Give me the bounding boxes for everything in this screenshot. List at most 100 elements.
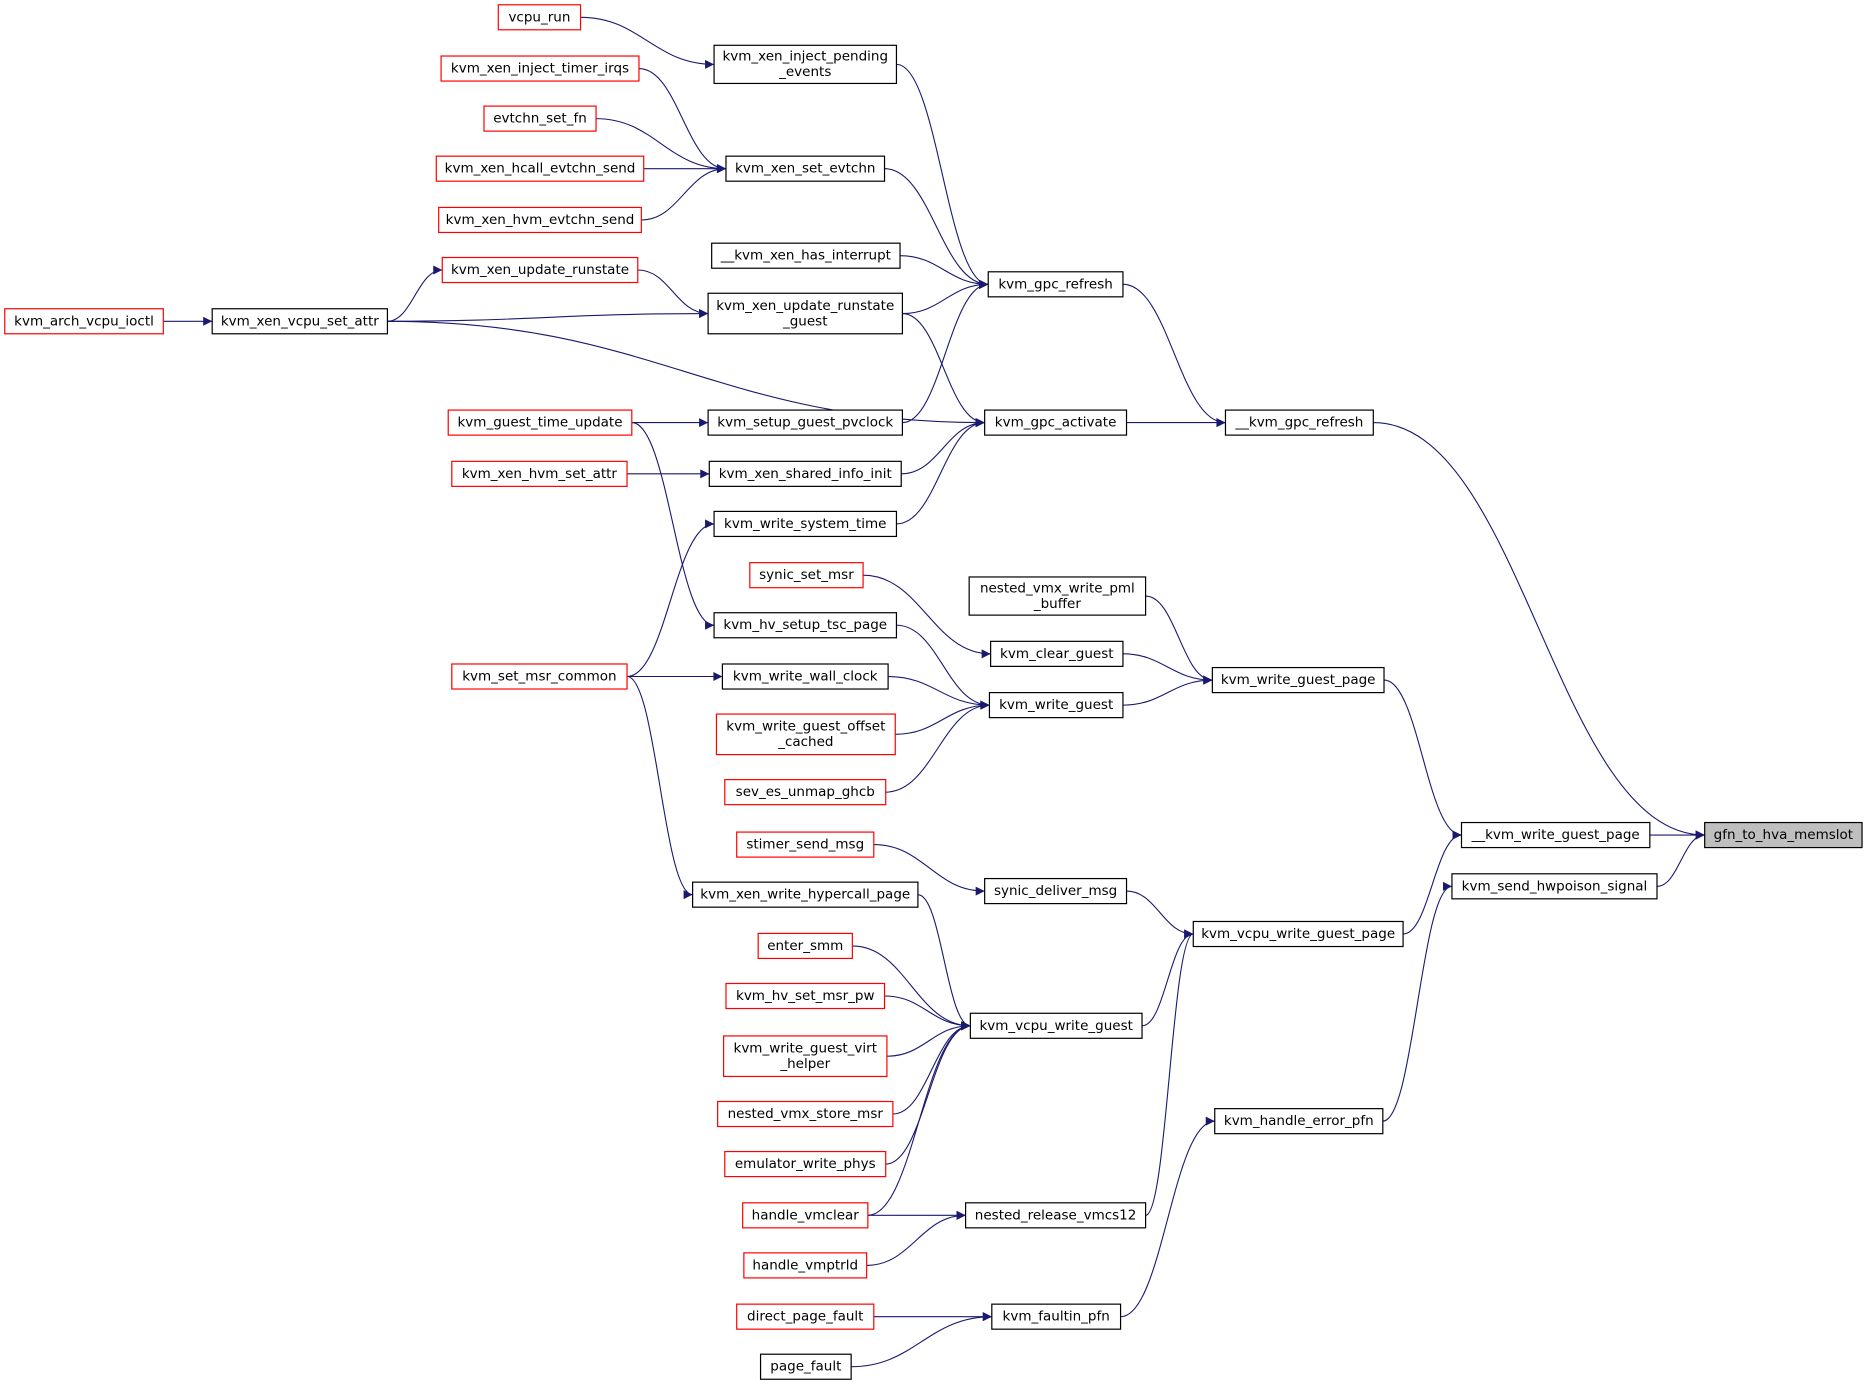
node-kvm_clear_guest[interactable]: kvm_clear_guest bbox=[990, 640, 1124, 667]
edge-handle_vmclear-to-kvm_vcpu_write_guest bbox=[867, 1021, 971, 1216]
node-kvm_xen_hcall_evtchn_send[interactable]: kvm_xen_hcall_evtchn_send bbox=[435, 155, 645, 182]
node-kvm_write_guest_offset_cached[interactable]: kvm_write_guest_offset_cached bbox=[715, 713, 896, 756]
node-kvm_arch_vcpu_ioctl[interactable]: kvm_arch_vcpu_ioctl bbox=[4, 308, 164, 335]
node-kvm_write_guest_page[interactable]: kvm_write_guest_page bbox=[1211, 666, 1385, 694]
node-box bbox=[987, 271, 1124, 298]
node-direct_page_fault[interactable]: direct_page_fault bbox=[736, 1303, 875, 1330]
node-kvm_xen_update_runstate_guest[interactable]: kvm_xen_update_runstate_guest bbox=[707, 292, 904, 335]
node-page_fault[interactable]: page_fault bbox=[759, 1353, 852, 1380]
node-label: kvm_xen_hvm_evtchn_send bbox=[446, 212, 635, 228]
node-sev_es_unmap_ghcb[interactable]: sev_es_unmap_ghcb bbox=[724, 779, 887, 806]
node-kvm_hv_setup_tsc_page[interactable]: kvm_hv_setup_tsc_page bbox=[713, 612, 898, 639]
node-emulator_write_phys[interactable]: emulator_write_phys bbox=[724, 1150, 887, 1178]
node-kvm_write_guest[interactable]: kvm_write_guest bbox=[988, 692, 1124, 719]
edge-kvm_send_hwpoison_signal-to-gfn_to_hva_memslot bbox=[1656, 830, 1705, 887]
node-kvm_xen_has_interrupt[interactable]: __kvm_xen_has_interrupt bbox=[711, 242, 901, 269]
node-kvm_write_guest_virt_helper[interactable]: kvm_write_guest_virt_helper bbox=[722, 1035, 888, 1078]
edge-kvm_xen_hvm_evtchn_send-to-kvm_xen_set_evtchn bbox=[641, 164, 726, 221]
node-box bbox=[725, 982, 886, 1010]
edge-kvm_xen_write_hypercall_page-to-kvm_vcpu_write_guest bbox=[917, 894, 971, 1031]
node-box bbox=[435, 155, 645, 182]
node-kvm_setup_guest_pvclock[interactable]: kvm_setup_guest_pvclock bbox=[707, 409, 904, 436]
node-kvm_xen_vcpu_set_attr[interactable]: kvm_xen_vcpu_set_attr bbox=[211, 308, 389, 335]
node-kvm_hv_set_msr_pw[interactable]: kvm_hv_set_msr_pw bbox=[725, 982, 886, 1010]
node-enter_smm[interactable]: enter_smm bbox=[757, 932, 853, 960]
node-box bbox=[736, 831, 875, 858]
node-kvm_xen_shared_info_init[interactable]: kvm_xen_shared_info_init bbox=[708, 460, 902, 487]
edge-kvm_xen_update_runstate_guest-to-kvm_gpc_refresh bbox=[902, 279, 989, 315]
node-handle_vmptrld[interactable]: handle_vmptrld bbox=[743, 1252, 868, 1279]
node-label: kvm_hv_setup_tsc_page bbox=[723, 617, 887, 633]
node-kvm_gpc_activate[interactable]: kvm_gpc_activate bbox=[984, 409, 1128, 436]
node-box bbox=[736, 1303, 875, 1330]
node-label: kvm_guest_time_update bbox=[457, 415, 622, 431]
node-label: handle_vmptrld bbox=[752, 1257, 858, 1273]
node-kvm_gpc_refresh_[interactable]: __kvm_gpc_refresh bbox=[1224, 409, 1374, 436]
node-label: gfn_to_hva_memslot bbox=[1714, 827, 1853, 843]
node-label: nested_release_vmcs12 bbox=[975, 1207, 1137, 1223]
node-label: kvm_write_guest_virt bbox=[734, 1040, 878, 1056]
node-label: stimer_send_msg bbox=[746, 837, 864, 853]
node-nested_vmx_write_pml_buffer[interactable]: nested_vmx_write_pml_buffer bbox=[968, 576, 1147, 616]
node-kvm_write_wall_clock[interactable]: kvm_write_wall_clock bbox=[721, 663, 889, 690]
node-label: kvm_hv_set_msr_pw bbox=[736, 988, 874, 1004]
node-label: kvm_xen_hcall_evtchn_send bbox=[445, 161, 636, 177]
node-evtchn_set_fn[interactable]: evtchn_set_fn bbox=[483, 105, 597, 132]
node-box bbox=[4, 308, 164, 335]
node-stimer_send_msg[interactable]: stimer_send_msg bbox=[736, 831, 875, 858]
node-box bbox=[964, 1202, 1147, 1229]
edge-nested_release_vmcs12-to-kvm_vcpu_write_guest_page bbox=[1145, 929, 1194, 1216]
node-box bbox=[724, 1150, 887, 1178]
node-kvm_gpc_refresh[interactable]: kvm_gpc_refresh bbox=[987, 271, 1124, 298]
node-kvm_guest_time_update[interactable]: kvm_guest_time_update bbox=[447, 409, 633, 436]
node-handle_vmclear[interactable]: handle_vmclear bbox=[742, 1202, 869, 1229]
node-label: enter_smm bbox=[767, 938, 843, 954]
node-label: kvm_write_system_time bbox=[724, 516, 886, 532]
node-synic_set_msr[interactable]: synic_set_msr bbox=[749, 562, 864, 589]
edge-emulator_write_phys-to-kvm_vcpu_write_guest bbox=[885, 1021, 971, 1165]
node-label: __kvm_xen_has_interrupt bbox=[720, 248, 891, 264]
edge-kvm_xen_shared_info_init-to-kvm_gpc_activate bbox=[901, 418, 985, 475]
node-kvm_xen_write_hypercall_page[interactable]: kvm_xen_write_hypercall_page bbox=[692, 881, 919, 908]
node-label: kvm_send_hwpoison_signal bbox=[1462, 878, 1648, 894]
node-label: kvm_xen_write_hypercall_page bbox=[700, 887, 910, 903]
node-box bbox=[717, 1100, 894, 1128]
edge-kvm_gpc_refresh_-to-gfn_to_hva_memslot bbox=[1373, 422, 1705, 840]
edge-enter_smm-to-kvm_vcpu_write_guest bbox=[852, 945, 971, 1031]
node-kvm_xen_hvm_set_attr[interactable]: kvm_xen_hvm_set_attr bbox=[451, 460, 628, 487]
node-label: kvm_faultin_pfn bbox=[1003, 1309, 1110, 1325]
node-kvm_xen_set_evtchn[interactable]: kvm_xen_set_evtchn bbox=[725, 155, 886, 182]
node-nested_release_vmcs12[interactable]: nested_release_vmcs12 bbox=[964, 1202, 1147, 1229]
node-kvm_xen_update_runstate[interactable]: kvm_xen_update_runstate bbox=[441, 256, 639, 284]
node-kvm_xen_hvm_evtchn_send[interactable]: kvm_xen_hvm_evtchn_send bbox=[438, 206, 642, 234]
node-synic_deliver_msg[interactable]: synic_deliver_msg bbox=[984, 877, 1128, 905]
edge-kvm_xen_vcpu_set_attr-to-kvm_gpc_activate bbox=[387, 320, 985, 428]
node-label: kvm_vcpu_write_guest bbox=[979, 1018, 1132, 1034]
node-label: kvm_gpc_activate bbox=[995, 415, 1117, 431]
node-kvm_handle_error_pfn[interactable]: kvm_handle_error_pfn bbox=[1214, 1108, 1384, 1135]
node-gfn_to_hva_memslot[interactable]: gfn_to_hva_memslot bbox=[1704, 821, 1863, 849]
edge-kvm_xen_has_interrupt-to-kvm_gpc_refresh bbox=[900, 255, 989, 289]
node-kvm_xen_inject_pending_events[interactable]: kvm_xen_inject_pending_events bbox=[713, 44, 898, 85]
node-box bbox=[721, 663, 889, 690]
node-kvm_xen_inject_timer_irqs[interactable]: kvm_xen_inject_timer_irqs bbox=[440, 55, 640, 82]
node-kvm_write_guest_page_[interactable]: __kvm_write_guest_page bbox=[1460, 821, 1651, 849]
node-nested_vmx_store_msr[interactable]: nested_vmx_store_msr bbox=[717, 1100, 894, 1128]
node-box bbox=[447, 409, 633, 436]
node-layer: gfn_to_hva_memslot __kvm_write_guest_page… bbox=[4, 4, 1863, 1380]
node-box bbox=[711, 242, 901, 269]
node-label: evtchn_set_fn bbox=[493, 111, 587, 127]
node-box bbox=[497, 4, 582, 31]
node-vcpu_run[interactable]: vcpu_run bbox=[497, 4, 582, 31]
node-kvm_set_msr_common[interactable]: kvm_set_msr_common bbox=[451, 663, 628, 690]
node-label: kvm_handle_error_pfn bbox=[1224, 1113, 1374, 1129]
node-box bbox=[757, 932, 853, 960]
node-box bbox=[713, 44, 898, 85]
node-kvm_vcpu_write_guest_page[interactable]: kvm_vcpu_write_guest_page bbox=[1192, 920, 1404, 948]
node-kvm_vcpu_write_guest[interactable]: kvm_vcpu_write_guest bbox=[969, 1012, 1143, 1039]
node-kvm_write_system_time[interactable]: kvm_write_system_time bbox=[713, 510, 898, 538]
node-kvm_send_hwpoison_signal[interactable]: kvm_send_hwpoison_signal bbox=[1451, 873, 1658, 900]
node-label: _buffer bbox=[1033, 596, 1081, 612]
node-kvm_faultin_pfn[interactable]: kvm_faultin_pfn bbox=[991, 1303, 1122, 1330]
node-label: _helper bbox=[779, 1056, 830, 1072]
